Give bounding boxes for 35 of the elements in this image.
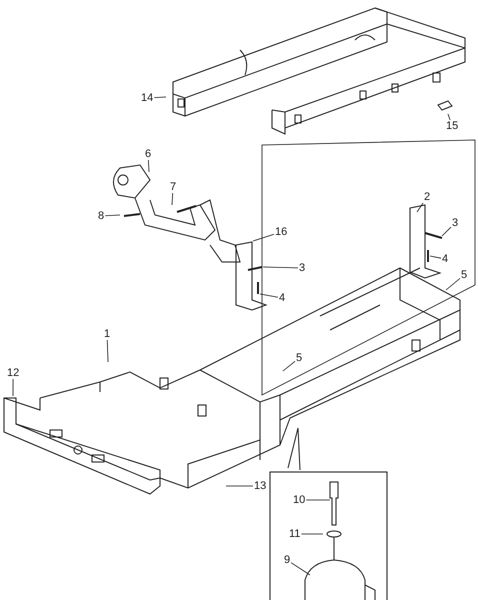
- callout-number: 3: [451, 217, 460, 229]
- callout-number: 4: [441, 253, 450, 265]
- callout-number: 13: [253, 480, 268, 492]
- callout-number: 11: [288, 528, 302, 540]
- leader-line: [446, 278, 460, 290]
- callout-number: 5: [460, 269, 468, 281]
- leader-line: [448, 114, 450, 120]
- leader-line: [104, 214, 120, 216]
- leader-line: [262, 266, 298, 268]
- leader-line: [260, 294, 278, 298]
- leader-line: [12, 378, 14, 396]
- callout-number: 6: [144, 148, 152, 160]
- leader-line: [430, 256, 442, 259]
- leader-line: [148, 160, 150, 172]
- leader-line: [252, 234, 274, 242]
- callout-number: 15: [445, 120, 460, 132]
- leader-line: [172, 192, 174, 206]
- callout-number: 9: [283, 554, 292, 566]
- callout-number: 3: [298, 262, 306, 274]
- leader-line: [416, 202, 424, 212]
- callout-number: 5: [295, 352, 304, 364]
- callout-number: 12: [6, 367, 20, 379]
- callout-number: 16: [274, 226, 288, 238]
- callout-number: 8: [97, 210, 106, 222]
- callout-number: 7: [169, 181, 178, 193]
- leader-line: [154, 96, 166, 98]
- leader-line: [106, 340, 108, 362]
- callout-number: 10: [292, 494, 306, 506]
- callout-number: 2: [423, 191, 432, 203]
- callout-number: 14: [140, 92, 154, 104]
- leader-line: [282, 360, 296, 372]
- leader-line: [290, 562, 310, 576]
- callout-number: 1: [103, 328, 112, 340]
- leader-line: [442, 226, 452, 236]
- callout-number: 4: [278, 292, 286, 304]
